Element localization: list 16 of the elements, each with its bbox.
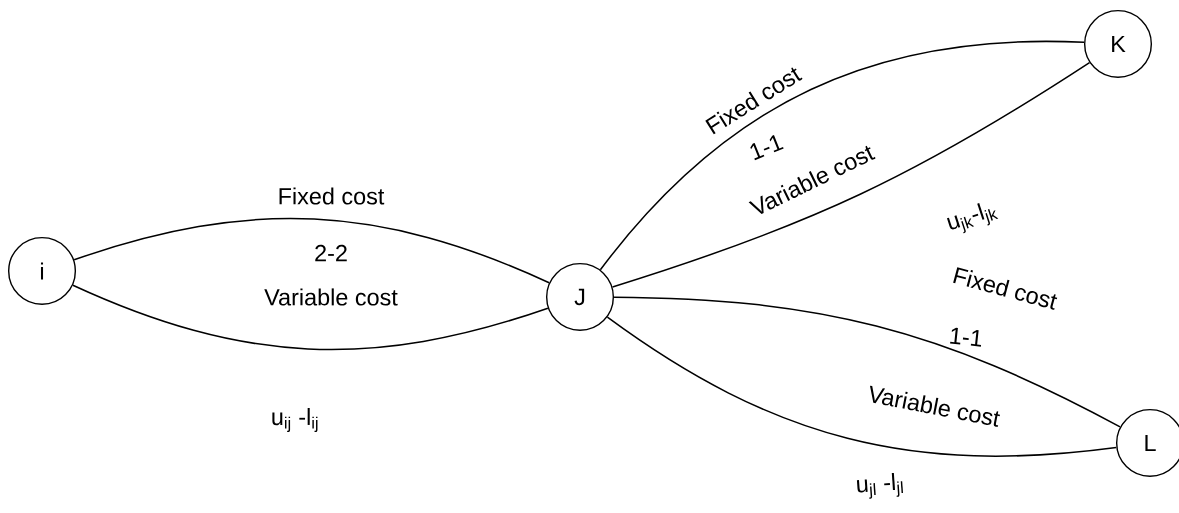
label: u$_{jk}$-l$_{jk}$ (946, 203, 999, 234)
edge-label: Fixed cost (279, 187, 385, 205)
label: 1-1 (750, 135, 784, 161)
curved-line (611, 61, 1091, 288)
curved-line (606, 316, 1118, 457)
label: 2-2 (315, 244, 347, 262)
label: u$_{jl}$ -l$_{jl}$ (856, 472, 904, 499)
label: 1-1 (950, 327, 982, 347)
curved-line (73, 217, 550, 284)
curved-line (72, 284, 549, 351)
curved-line (599, 40, 1085, 271)
edge-label: Variable cost (869, 385, 1000, 427)
curved-line (613, 296, 1121, 428)
label: u$_{ij}$ -l$_{ij}$ (272, 407, 318, 432)
edge-label: Variable cost (264, 288, 398, 306)
edge-label: Fixed cost (953, 267, 1058, 310)
